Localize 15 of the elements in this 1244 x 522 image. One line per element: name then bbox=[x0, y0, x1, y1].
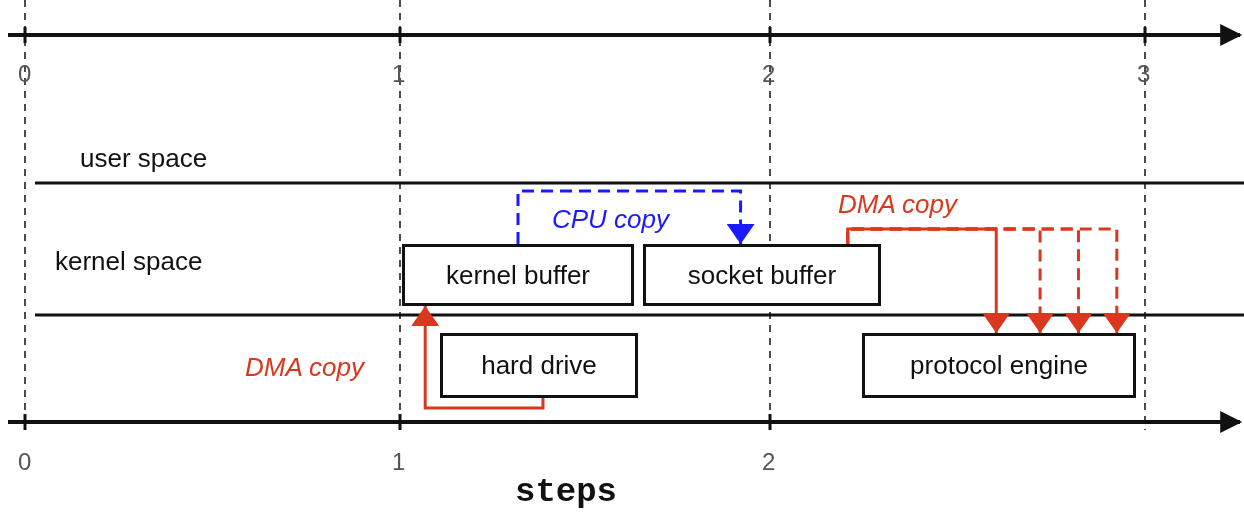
band-label: user space bbox=[80, 145, 208, 171]
buffer-box: socket buffer bbox=[643, 244, 881, 306]
arrow bbox=[846, 227, 1007, 333]
tick-label: 1 bbox=[392, 62, 406, 86]
device-box: protocol engine bbox=[862, 333, 1136, 398]
tick-label: 0 bbox=[18, 62, 32, 86]
tick-label: 2 bbox=[762, 62, 776, 86]
tick-label: 3 bbox=[1137, 62, 1151, 86]
device-box: hard drive bbox=[440, 333, 638, 398]
tick-label: 2 bbox=[762, 450, 776, 474]
axis-title: steps bbox=[515, 475, 618, 509]
buffer-box: kernel buffer bbox=[402, 244, 634, 306]
band-label: kernel space bbox=[55, 248, 203, 274]
tick-label: 0 bbox=[18, 450, 32, 474]
tick-label: 1 bbox=[392, 450, 406, 474]
